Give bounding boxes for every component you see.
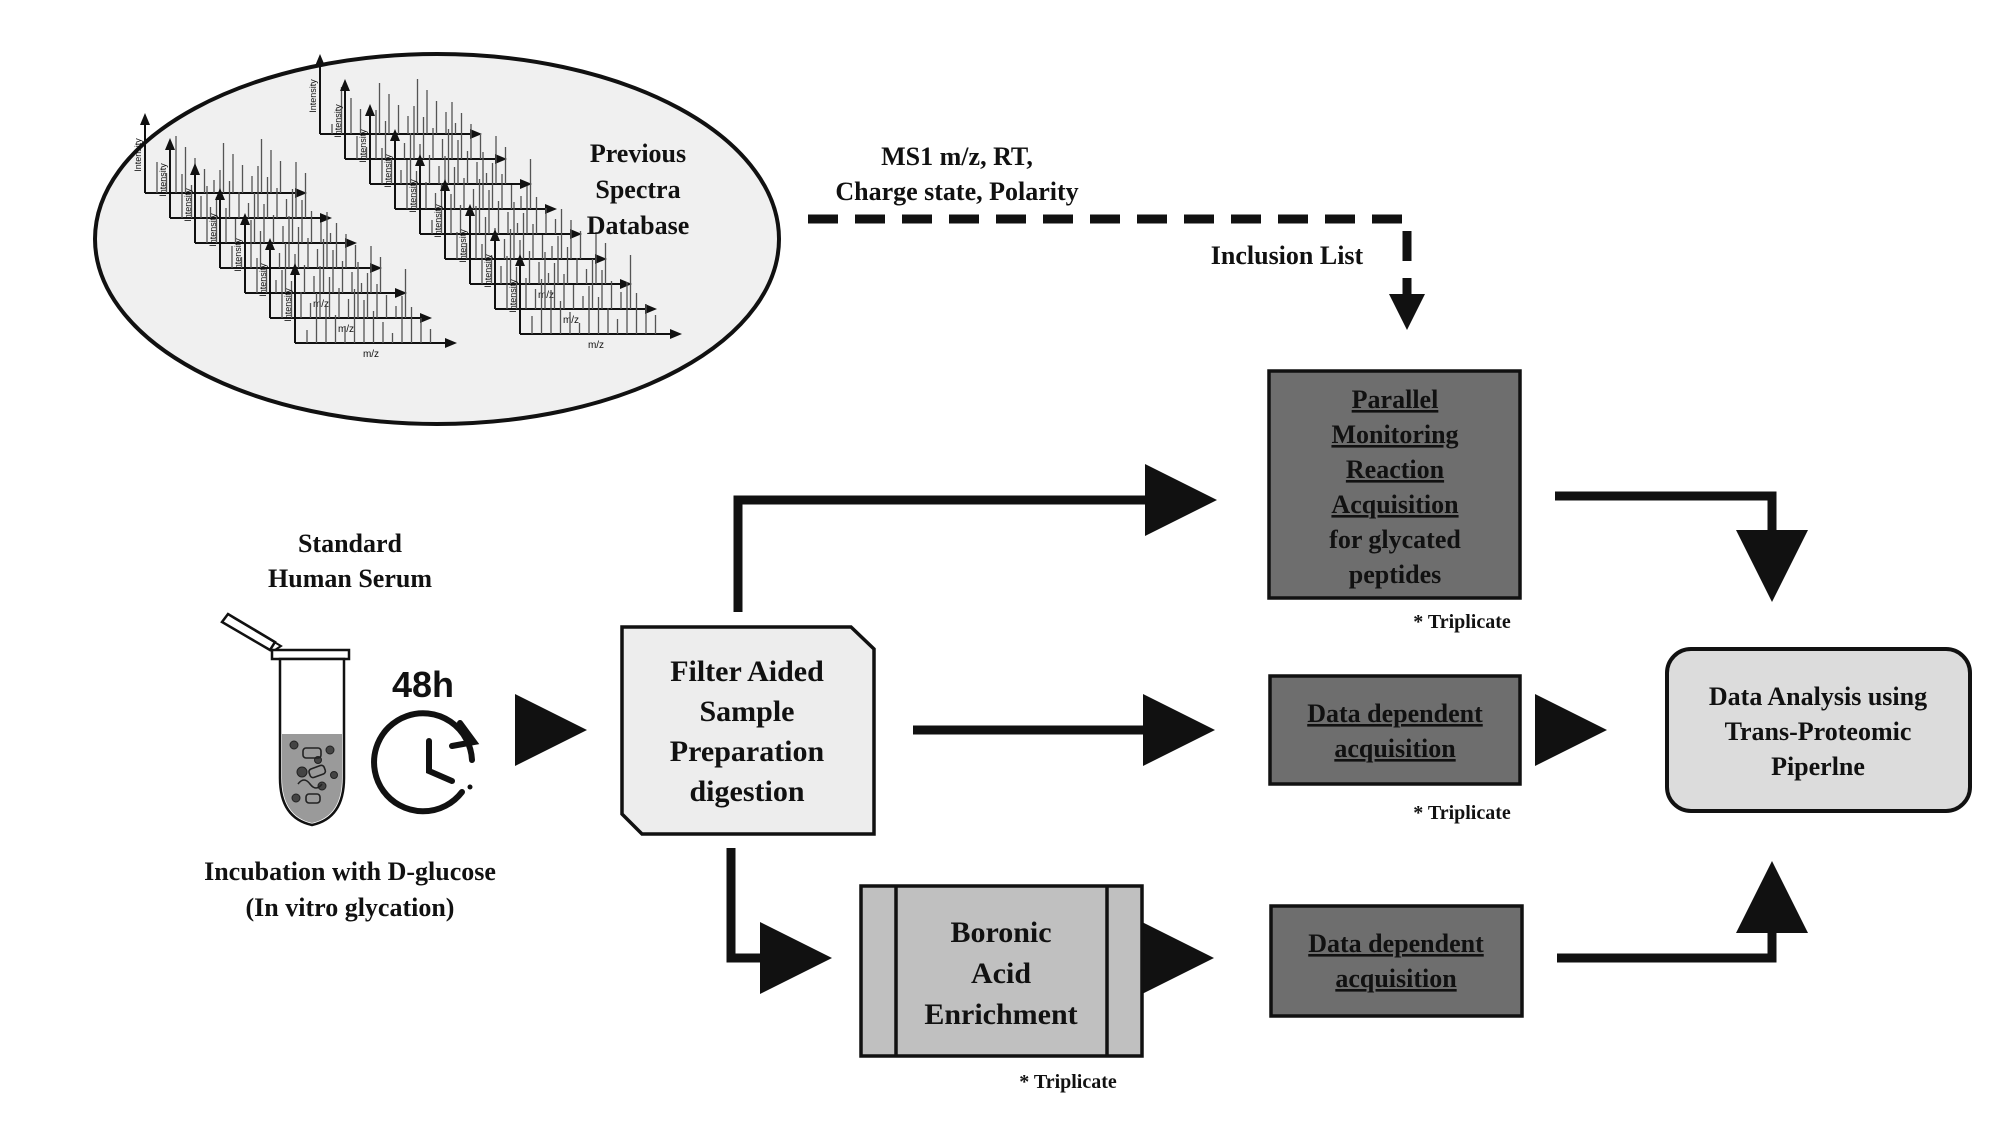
boronic-line1: Boronic [950, 916, 1051, 949]
intensity-axis-label: Intensity [133, 138, 143, 172]
intensity-axis-label: Intensity [408, 179, 418, 213]
protein-particles [289, 740, 338, 803]
prm-triplicate: * Triplicate [1413, 611, 1511, 633]
dda-bottom-line2: acquisition [1335, 964, 1457, 993]
dda-bottom-line1: Data dependent [1308, 929, 1484, 958]
intensity-axis-label: Intensity [308, 79, 318, 113]
clock-icon [371, 710, 480, 815]
mz-axis-label: m/z [313, 299, 329, 310]
spectrum-plot: Intensity m/z [283, 263, 457, 360]
mz-axis-label: m/z [338, 324, 354, 335]
mz-axis-label: m/z [588, 340, 604, 351]
dda-top-box: Data dependent acquisition * Triplicate [1268, 674, 1522, 824]
sample-section: Standard Human Serum [204, 529, 496, 922]
intensity-axis-label: Intensity [333, 104, 343, 138]
dda-top-triplicate: * Triplicate [1413, 802, 1511, 824]
prm-line6: peptides [1349, 560, 1441, 589]
database-label-line1: Previous [590, 139, 686, 168]
incubation-time: 48h [392, 664, 454, 705]
intensity-axis-label: Intensity [383, 154, 393, 188]
arrow-fasp-to-prm [733, 464, 1217, 612]
fasp-box: Filter Aided Sample Preparation digestio… [620, 625, 876, 836]
spectrum-plot: Intensity [333, 79, 507, 164]
boronic-triplicate: * Triplicate [1019, 1071, 1117, 1093]
dashed-line [808, 214, 1412, 300]
prm-line1: Parallel [1352, 385, 1439, 414]
boronic-box: Boronic Acid Enrichment * Triplicate [859, 884, 1144, 1093]
fasp-line1: Filter Aided [670, 655, 824, 688]
intensity-axis-label: Intensity [258, 263, 268, 297]
intensity-axis-label: Intensity [483, 254, 493, 288]
ms1-label-line1: MS1 m/z, RT, [881, 142, 1033, 171]
fasp-line4: digestion [689, 775, 804, 808]
intensity-axis-label: Intensity [433, 204, 443, 238]
spectrum-plot: Intensity m/z [508, 254, 682, 351]
database-label-line2: Spectra [595, 175, 680, 204]
arrow-fasp-to-boronic [726, 848, 832, 994]
analysis-line3: Piperlne [1771, 752, 1865, 781]
intensity-axis-label: Intensity [358, 129, 368, 163]
prm-line3: Reaction [1346, 455, 1445, 484]
arrow-dda2-to-analysis [1557, 861, 1808, 963]
spectrum-plot: Intensity m/z [258, 238, 432, 335]
analysis-line2: Trans-Proteomic [1725, 717, 1912, 746]
analysis-box: Data Analysis using Trans-Proteomic Pipe… [1665, 647, 1972, 813]
incubation-line1: Incubation with D-glucose [204, 857, 496, 886]
intensity-axis-label: Intensity [208, 213, 218, 247]
intensity-axis-label: Intensity [158, 163, 168, 197]
dda-bottom-box: Data dependent acquisition [1269, 904, 1524, 1018]
boronic-line3: Enrichment [924, 998, 1077, 1031]
inclusion-list-connector: MS1 m/z, RT, Charge state, Polarity Incl… [808, 142, 1425, 330]
boronic-line2: Acid [971, 957, 1031, 990]
intensity-axis-label: Intensity [233, 238, 243, 272]
analysis-line1: Data Analysis using [1709, 682, 1927, 711]
intensity-axis-label: Intensity [283, 288, 293, 322]
intensity-axis-label: Intensity [183, 188, 193, 222]
intensity-axis-label: Intensity [458, 229, 468, 263]
prm-line2: Monitoring [1331, 420, 1458, 449]
dda-top-line1: Data dependent [1307, 699, 1483, 728]
spectra-stack-icon: IntensityIntensityIntensityIntensityInte… [133, 54, 682, 360]
mz-axis-label: m/z [363, 349, 379, 360]
mz-axis-label: m/z [563, 315, 579, 326]
prm-line5: for glycated [1329, 525, 1461, 554]
inclusion-list-label: Inclusion List [1211, 241, 1364, 270]
fasp-line2: Sample [699, 695, 794, 728]
serum-title-line2: Human Serum [268, 564, 432, 593]
serum-tube-icon [220, 612, 351, 827]
dda-top-line2: acquisition [1334, 734, 1456, 763]
incubation-line2: (In vitro glycation) [246, 893, 455, 922]
flow-arrows [515, 464, 1808, 994]
database-label-line3: Database [587, 211, 690, 240]
intensity-axis-label: Intensity [508, 279, 518, 313]
serum-title-line1: Standard [298, 529, 403, 558]
fasp-line3: Preparation [670, 735, 825, 768]
ms1-label-line2: Charge state, Polarity [835, 177, 1078, 206]
prm-box: Parallel Monitoring Reaction Acquisition… [1267, 369, 1522, 633]
spectra-database: IntensityIntensityIntensityIntensityInte… [93, 52, 781, 426]
arrow-prm-to-analysis [1555, 491, 1808, 602]
prm-line4: Acquisition [1331, 490, 1459, 519]
mz-axis-label: m/z [538, 290, 554, 301]
